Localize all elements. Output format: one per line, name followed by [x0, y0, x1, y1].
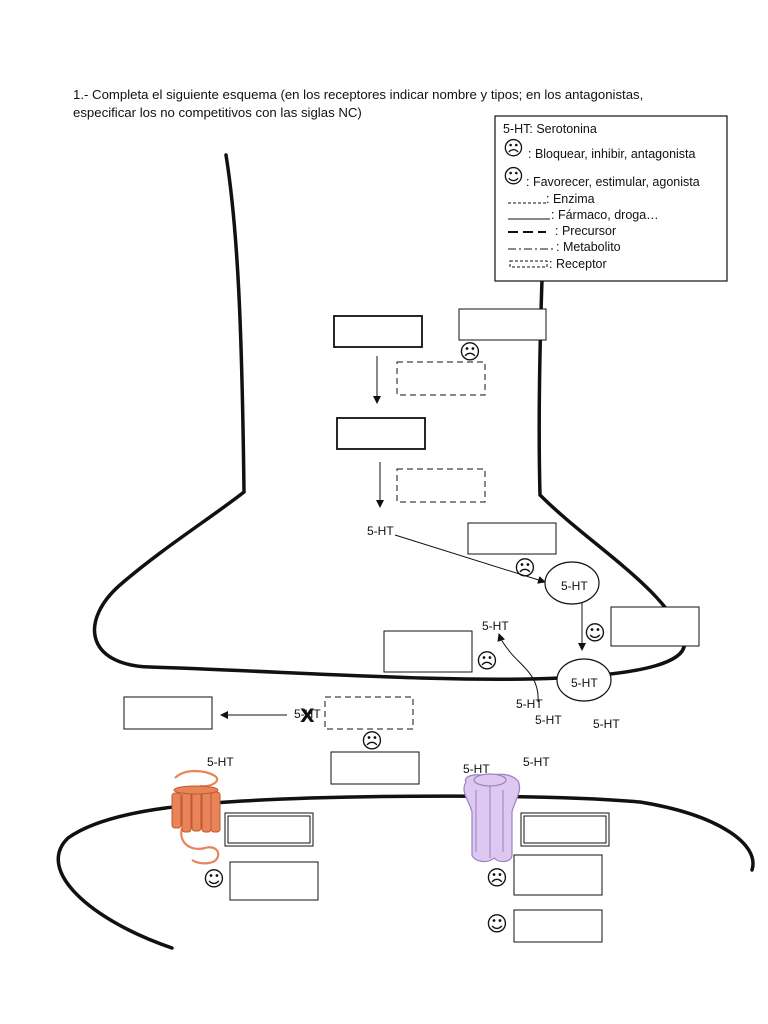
answer-box-drug-enzyme[interactable]: [330, 751, 420, 785]
legend: 5-HT: Serotonina ☹ : Bloquear, inhibir, …: [494, 115, 728, 282]
label-5ht-vesicle-bottom: 5-HT: [571, 676, 598, 690]
happy-face-icon: ☺: [203, 867, 225, 891]
label-5ht-reuptake: 5-HT: [482, 619, 509, 633]
happy-face-icon: ☺: [503, 164, 524, 188]
label-5ht-receptor-right-a: 5-HT: [463, 762, 490, 776]
answer-box-precursor-2[interactable]: [336, 417, 426, 450]
answer-box-antagonist-right[interactable]: [513, 854, 603, 896]
answer-box-agonist-left[interactable]: [229, 861, 319, 901]
label-5ht-synthesis: 5-HT: [367, 524, 394, 538]
sad-face-icon: ☹: [503, 136, 524, 160]
enzyme-box-2[interactable]: [396, 468, 486, 503]
instructions-line-1: 1.- Completa el siguiente esquema (en lo…: [73, 87, 644, 102]
label-5ht-release-right: 5-HT: [593, 717, 620, 731]
label-5ht-receptor-left: 5-HT: [207, 755, 234, 769]
legend-sad-text: : Bloquear, inhibir, antagonista: [528, 147, 696, 161]
answer-box-metabolite[interactable]: [123, 696, 213, 730]
arrow-to-vesicle: [394, 534, 546, 584]
legend-farmaco: : Fármaco, droga…: [551, 208, 659, 222]
answer-box-receptor-right[interactable]: [520, 812, 610, 847]
happy-face-icon: ☺: [486, 912, 508, 936]
happy-face-icon: ☺: [584, 621, 606, 645]
answer-box-precursor-1[interactable]: [333, 315, 423, 348]
presynaptic-membrane: [92, 153, 687, 682]
label-5ht-release-left: 5-HT: [516, 697, 543, 711]
instructions-line-2: especificar los no competitivos con las …: [73, 105, 362, 120]
sad-face-icon: ☹: [486, 866, 508, 890]
answer-box-drug-vesicle[interactable]: [610, 606, 700, 647]
ion-channel-receptor-icon: [463, 773, 521, 863]
legend-enzima: : Enzima: [546, 192, 595, 206]
sad-face-icon: ☹: [459, 340, 481, 364]
postsynaptic-membrane: [56, 794, 755, 950]
legend-metabolito: : Metabolito: [556, 240, 621, 254]
sad-face-icon: ☹: [476, 649, 498, 673]
answer-box-agonist-right[interactable]: [513, 909, 603, 943]
answer-box-drug-synthesis[interactable]: [467, 522, 557, 555]
gpcr-receptor-icon: [171, 769, 221, 865]
arrow-reuptake: [497, 633, 539, 703]
enzyme-box-degradation[interactable]: [324, 696, 414, 730]
sad-face-icon: ☹: [361, 729, 383, 753]
label-5ht-vesicle-top: 5-HT: [561, 579, 588, 593]
answer-box-drug-reuptake[interactable]: [383, 630, 473, 673]
legend-happy-text: : Favorecer, estimular, agonista: [526, 175, 700, 189]
label-5ht-receptor-right-b: 5-HT: [523, 755, 550, 769]
vesicle-top: [544, 561, 600, 605]
cross-icon: X: [300, 705, 315, 727]
sad-face-icon: ☹: [514, 556, 536, 580]
answer-box-drug-top[interactable]: [458, 308, 547, 341]
enzyme-box-1[interactable]: [396, 361, 486, 396]
label-5ht-degraded: 5-HT: [294, 707, 321, 721]
answer-box-receptor-left[interactable]: [224, 812, 314, 847]
vesicle-bottom: [556, 658, 612, 702]
legend-receptor: : Receptor: [549, 257, 607, 271]
instructions: 1.- Completa el siguiente esquema (en lo…: [73, 86, 673, 122]
legend-precursor: : Precursor: [555, 224, 616, 238]
legend-title: 5-HT: Serotonina: [503, 122, 597, 136]
label-5ht-release-mid: 5-HT: [535, 713, 562, 727]
